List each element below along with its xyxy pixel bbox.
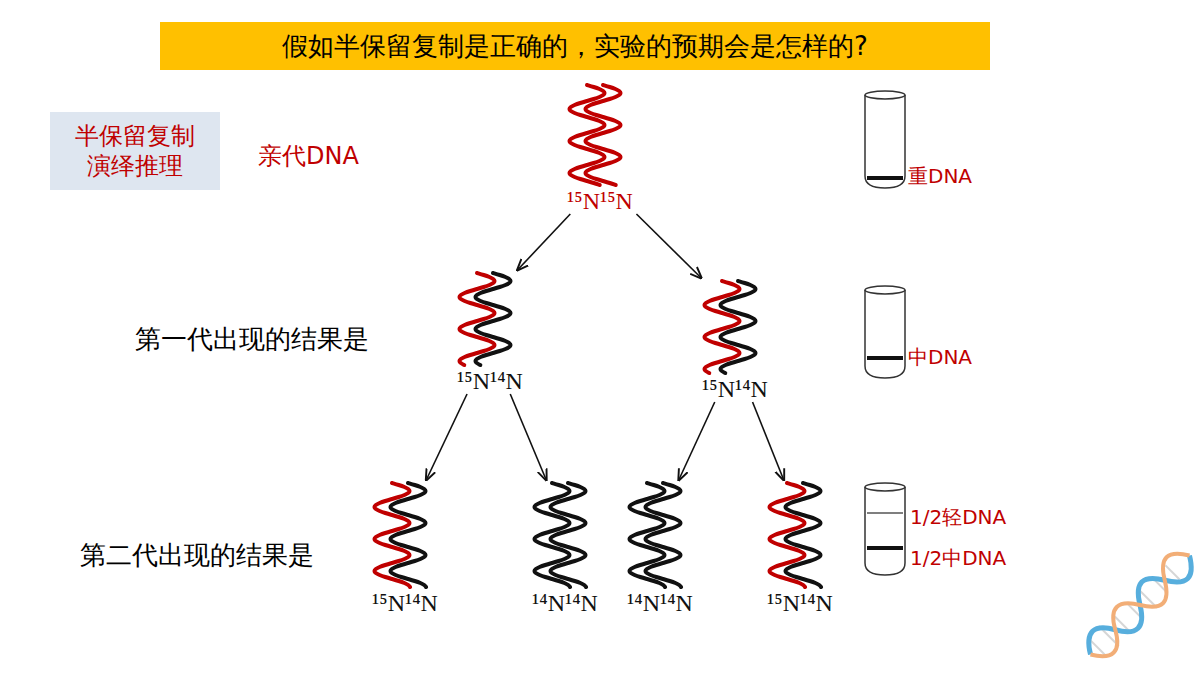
slide-label: 第二代出现的结果是 (80, 538, 314, 573)
isotope-label: ¹⁴N¹⁴N (510, 590, 620, 616)
dna-band (867, 546, 903, 550)
dna-band (867, 176, 903, 180)
test-tube (865, 95, 905, 188)
slide-label: 中DNA (908, 344, 972, 371)
dna-icon (1080, 545, 1200, 665)
test-tube (865, 290, 905, 378)
dna-helix (680, 278, 790, 376)
dna-strand (459, 273, 494, 365)
slide-label: 亲代DNA (258, 140, 359, 172)
replication-arrow (753, 402, 784, 480)
isotope-label: ¹⁵N¹⁴N (435, 368, 545, 394)
dna-strand (550, 483, 586, 587)
dna-molecule: ¹⁵N¹⁴N (680, 278, 790, 402)
replication-arrow (426, 394, 467, 480)
test-tube-rim (865, 91, 905, 99)
test-tube-rim (865, 286, 905, 294)
slide-label: 1/2中DNA (910, 545, 1006, 572)
dna-strand (645, 483, 681, 587)
dna-helix (510, 480, 620, 590)
dna-molecule: ¹⁵N¹⁴N (435, 270, 545, 394)
dna-molecule: ¹⁴N¹⁴N (510, 480, 620, 616)
title-band: 假如半保留复制是正确的，实验的预期会是怎样的? (160, 22, 990, 70)
dna-helix (350, 480, 460, 590)
slide-label: 第一代出现的结果是 (135, 322, 369, 357)
isotope-label: ¹⁵N¹⁵N (545, 188, 655, 214)
method-label: 半保留复制 演绎推理 (70, 121, 200, 181)
dna-helix (435, 270, 545, 368)
isotope-label: ¹⁵N¹⁴N (350, 590, 460, 616)
dna-strand (475, 273, 510, 365)
isotope-label: ¹⁵N¹⁴N (680, 376, 790, 402)
dna-band (867, 356, 903, 360)
isotope-label: ¹⁵N¹⁴N (745, 590, 855, 616)
dna-strand (390, 483, 426, 587)
dna-strand (720, 281, 755, 373)
dna-helix (745, 480, 855, 590)
replication-arrow (636, 214, 701, 278)
dna-molecule: ¹⁵N¹⁴N (745, 480, 855, 616)
isotope-label: ¹⁴N¹⁴N (605, 590, 715, 616)
replication-arrow (510, 394, 546, 480)
dna-helix (545, 82, 655, 188)
test-tube-rim (865, 483, 905, 491)
test-tube (865, 487, 905, 575)
dna-strand (585, 85, 620, 185)
replication-arrow (518, 214, 571, 270)
dna-strand (704, 281, 739, 373)
dna-molecule: ¹⁵N¹⁵N (545, 82, 655, 214)
dna-helix (605, 480, 715, 590)
slide-title: 假如半保留复制是正确的，实验的预期会是怎样的? (282, 29, 868, 64)
method-box: 半保留复制 演绎推理 (50, 112, 220, 190)
slide-label: 重DNA (908, 163, 972, 190)
slide-label: 1/2轻DNA (910, 504, 1006, 531)
dna-band (867, 512, 903, 514)
dna-molecule: ¹⁵N¹⁴N (350, 480, 460, 616)
replication-arrow (679, 402, 715, 480)
dna-strand (785, 483, 821, 587)
dna-molecule: ¹⁴N¹⁴N (605, 480, 715, 616)
